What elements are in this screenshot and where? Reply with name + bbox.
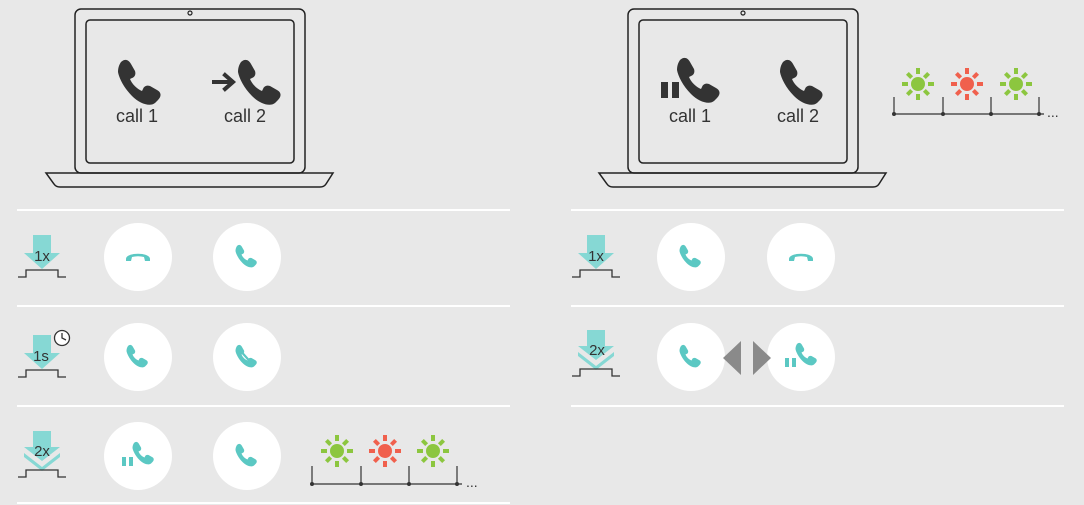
hold-call-icon xyxy=(785,342,817,367)
double-press-icon xyxy=(572,330,620,377)
press-count-label: 1x xyxy=(588,248,604,265)
incoming-call-icon xyxy=(212,59,281,105)
hold-call-button xyxy=(767,323,835,391)
led-red-icon xyxy=(369,435,401,467)
ellipsis: ... xyxy=(1047,104,1059,120)
laptop-right: call 1 call 2 xyxy=(597,8,888,188)
hold-call-button xyxy=(104,422,172,490)
accept-call-button xyxy=(213,223,281,291)
press-count-label: 1x xyxy=(34,248,50,265)
call-on-hold-icon xyxy=(661,57,720,103)
camera-icon xyxy=(187,10,193,16)
call-2-label: call 2 xyxy=(224,106,266,126)
call-1-label: call 1 xyxy=(116,106,158,126)
hang-up-button xyxy=(767,223,835,291)
press-count-label: 1s xyxy=(33,348,49,365)
press-count-label: 2x xyxy=(34,443,50,460)
hang-up-button xyxy=(104,223,172,291)
led-green-icon xyxy=(902,68,934,100)
button-hold-icon xyxy=(18,329,71,378)
call-2-label: call 2 xyxy=(777,106,819,126)
hang-up-icon xyxy=(789,253,813,261)
laptop-base xyxy=(44,172,335,188)
call-1-label: call 1 xyxy=(669,106,711,126)
hang-up-icon xyxy=(126,253,150,261)
led-red-icon xyxy=(951,68,983,100)
accept-call-button xyxy=(104,323,172,391)
accept-call-button xyxy=(657,223,725,291)
reject-call-icon xyxy=(235,344,257,368)
led-green-icon xyxy=(321,435,353,467)
button-press-icon xyxy=(572,235,620,278)
reject-call-button xyxy=(213,323,281,391)
clock-icon xyxy=(53,329,71,347)
led-sequence: ... xyxy=(892,68,1059,120)
camera-icon xyxy=(740,10,746,16)
accept-call-button xyxy=(657,323,725,391)
ellipsis: ... xyxy=(466,474,478,490)
led-sequence: ... xyxy=(310,435,478,490)
button-press-icon xyxy=(18,235,66,278)
led-green-icon xyxy=(417,435,449,467)
swap-arrows-icon xyxy=(723,341,771,375)
press-count-label: 2x xyxy=(589,342,605,359)
hold-call-icon xyxy=(122,441,154,466)
laptop-left: call 1 call 2 xyxy=(44,8,335,188)
led-green-icon xyxy=(1000,68,1032,100)
accept-call-button xyxy=(213,422,281,490)
laptop-screen xyxy=(85,19,295,164)
laptop-base xyxy=(597,172,888,188)
double-press-icon xyxy=(18,431,66,478)
laptop-screen xyxy=(638,19,848,164)
